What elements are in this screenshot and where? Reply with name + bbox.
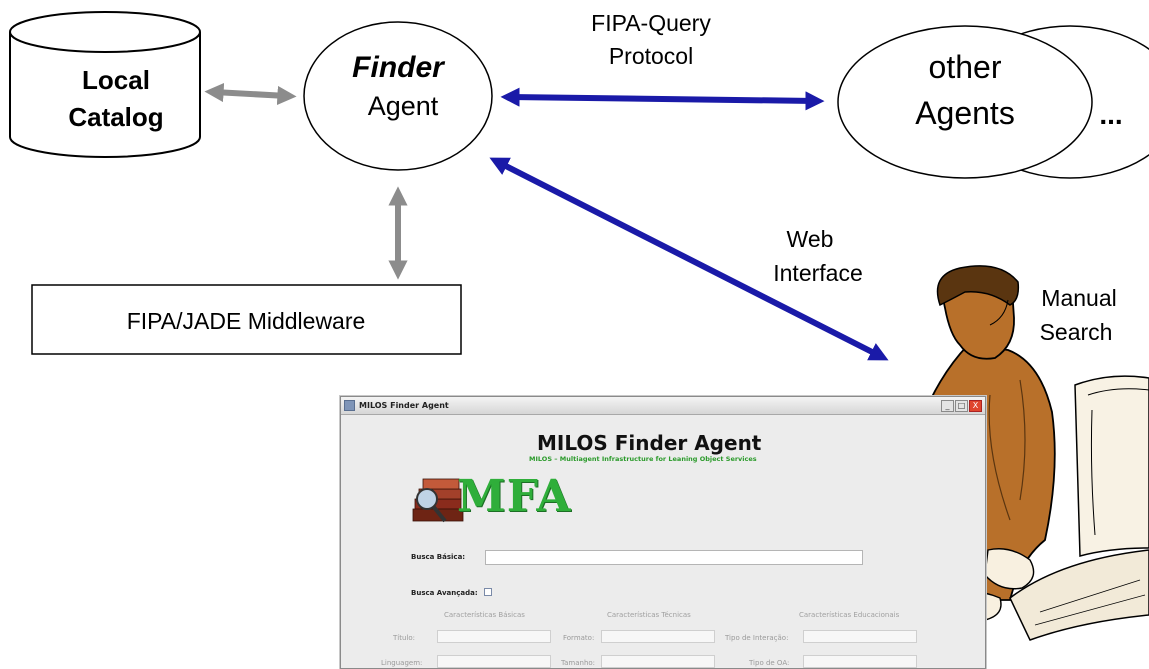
window-titlebar: MILOS Finder Agent _ □ X [341,397,985,415]
close-button[interactable]: X [969,399,982,412]
app-icon [344,400,355,411]
formato-label: Formato: [563,634,595,642]
window-title: MILOS Finder Agent [359,401,449,410]
col-header-educational: Características Educacionais [799,611,900,619]
query-protocol-arrow [500,87,825,111]
more-agents-ellipsis: ... [1099,99,1122,130]
web-interface-arrow [489,157,889,361]
tipo-oa-input[interactable] [803,655,917,668]
books-magnifier-icon [412,478,464,523]
local-catalog-cylinder: Local Catalog [9,11,201,158]
tamanho-input[interactable] [601,655,715,668]
col-header-basic: Características Básicas [444,611,525,619]
middleware-box: FIPA/JADE Middleware [31,284,462,355]
finder-agent-node: Finder Agent [303,21,493,171]
basic-search-input[interactable] [485,550,863,565]
protocol-label-2: Protocol [609,43,693,69]
manual-search-label-2: Search [1040,319,1113,345]
formato-input[interactable] [601,630,715,643]
finder-agent-label-2: Agent [368,91,439,121]
catalog-finder-arrow [204,82,297,106]
linguagem-input[interactable] [437,655,551,668]
advanced-search-checkbox[interactable] [484,588,492,596]
web-interface-label-2: Interface [773,260,863,286]
app-heading: MILOS Finder Agent [537,431,762,455]
app-subtitle: MILOS – Multiagent Infrastructure for Le… [529,455,757,463]
manual-search-label-1: Manual [1041,285,1116,311]
mfa-logo-text: MFA [457,471,572,522]
local-catalog-label-2: Catalog [68,102,163,132]
tipo-oa-label: Tipo de OA: [749,659,790,667]
titulo-input[interactable] [437,630,551,643]
tamanho-label: Tamanho: [561,659,596,667]
basic-search-label: Busca Básica: [411,553,466,561]
other-agents-node: other Agents ... [837,25,1149,179]
minimize-button[interactable]: _ [941,399,954,412]
tipo-interacao-input[interactable] [803,630,917,643]
advanced-search-label: Busca Avançada: [411,589,478,597]
protocol-label-1: FIPA-Query [591,10,711,36]
titulo-label: Título: [393,634,415,642]
col-header-technical: Características Técnicas [607,611,691,619]
local-catalog-label-1: Local [82,65,150,95]
maximize-button[interactable]: □ [955,399,968,412]
web-interface-label-1: Web [787,226,834,252]
finder-agent-label-1: Finder [352,51,446,84]
milos-finder-window: MILOS Finder Agent _ □ X MILOS Finder Ag… [340,396,986,669]
linguagem-label: Linguagem: [381,659,423,667]
other-agents-label-2: Agents [915,95,1015,131]
other-agents-label-1: other [929,49,1002,85]
tipo-interacao-label: Tipo de Interação: [725,634,789,642]
middleware-label: FIPA/JADE Middleware [127,308,366,334]
